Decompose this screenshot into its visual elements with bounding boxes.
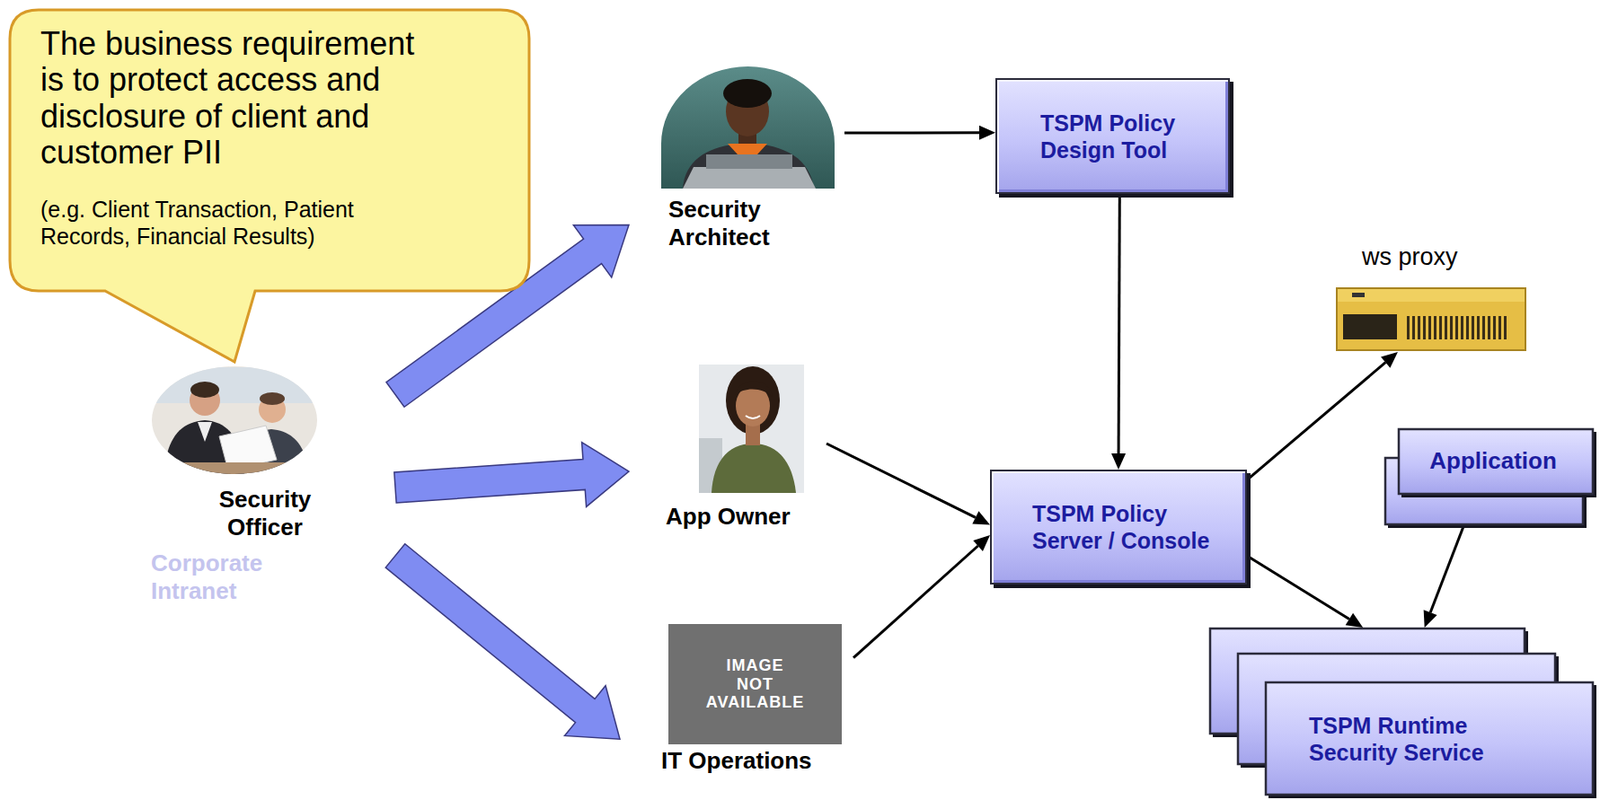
hair — [725, 366, 780, 435]
arrow-head — [1345, 613, 1364, 628]
officer-photo — [143, 359, 324, 486]
process-box: TSPM Policy Design Tool — [995, 78, 1230, 195]
callout-text: The business requirement is to protect a… — [40, 26, 427, 171]
laptop — [682, 167, 816, 189]
connector-line — [1118, 194, 1120, 454]
person-label: IT Operations — [661, 747, 850, 776]
person-node: Security Officer — [148, 363, 396, 571]
appliance-vent — [1405, 316, 1510, 340]
stack-face: Application — [1397, 428, 1594, 496]
placeholder-text: IMAGE NOT AVAILABLE — [706, 656, 805, 713]
connector-arrow — [385, 544, 620, 740]
top — [711, 443, 796, 494]
connector-arrow — [826, 443, 991, 525]
arrow-head — [979, 125, 996, 141]
stack-outline — [1384, 428, 1594, 526]
neck — [745, 424, 761, 446]
photo-ground — [143, 359, 324, 486]
connector-line — [853, 546, 979, 659]
box-face — [1398, 429, 1593, 495]
hair — [259, 392, 285, 406]
block-arrow — [385, 544, 620, 740]
photo-window — [152, 367, 317, 404]
connector-line — [1246, 362, 1386, 481]
connector-arrow — [1246, 352, 1398, 481]
stack-outline — [1209, 627, 1594, 796]
arrow-head — [1423, 609, 1438, 628]
box-label: TSPM Policy Server / Console — [1032, 500, 1228, 555]
connector-line — [844, 131, 980, 134]
shirt — [197, 422, 213, 442]
proxy-appliance — [1336, 288, 1526, 351]
placeholder-image — [668, 624, 842, 745]
hair — [723, 79, 772, 108]
connector-arrow — [853, 535, 991, 659]
laptop-lid — [706, 154, 793, 169]
smile — [745, 415, 761, 419]
stack-face: TSPM Runtime Security Service — [1264, 681, 1594, 796]
desk — [157, 462, 319, 477]
connector-arrow — [1246, 556, 1363, 628]
app-owner-photo — [698, 364, 805, 494]
stacked-box: TSPM Runtime Security Service — [1209, 627, 1594, 796]
box-face — [1265, 682, 1593, 796]
box-label: TSPM Runtime Security Service — [1308, 712, 1503, 767]
arrow-head — [1111, 453, 1126, 470]
appliance-top — [1337, 289, 1525, 302]
hair — [190, 381, 220, 398]
stacked-box: Application — [1384, 428, 1594, 526]
photo-ground — [661, 66, 835, 189]
process-box: TSPM Policy Server / Console — [990, 469, 1247, 585]
connector-arrow — [394, 442, 629, 508]
zone-label: Corporate Intranet — [150, 549, 286, 606]
architect-photo — [661, 66, 835, 189]
callout-note: (e.g. Client Transaction, Patient Record… — [40, 195, 427, 250]
appliance-panel — [1343, 314, 1397, 340]
callout-bubble: The business requirement is to protect a… — [8, 8, 531, 366]
connector-line — [1430, 525, 1464, 613]
box-label: TSPM Policy Design Tool — [1040, 109, 1211, 164]
label-holder: Corporate Intranet — [150, 549, 313, 622]
device-node: ws proxy — [1334, 240, 1528, 353]
photo-ground — [698, 364, 805, 494]
box-label: Application — [1401, 447, 1585, 476]
person-node: Security Architect — [628, 62, 845, 261]
connector-arrow — [1423, 525, 1465, 628]
bubble-shape — [9, 9, 530, 363]
person-label: Security Architect — [668, 195, 831, 252]
appliance-logo — [1352, 292, 1365, 298]
person-label: ws proxy — [1361, 242, 1515, 272]
person-node: App Owner — [628, 359, 827, 540]
block-arrow — [394, 442, 629, 508]
connector-arrow — [1111, 194, 1126, 470]
appliance-body — [1336, 288, 1526, 351]
label-holder: IMAGE NOT AVAILABLE — [668, 624, 842, 745]
connector-arrow — [844, 125, 996, 141]
person-label: Security Officer — [197, 486, 333, 542]
connector-line — [1246, 556, 1350, 620]
person-label: App Owner — [665, 503, 823, 531]
connector-line — [826, 443, 976, 518]
fringe — [734, 381, 773, 398]
